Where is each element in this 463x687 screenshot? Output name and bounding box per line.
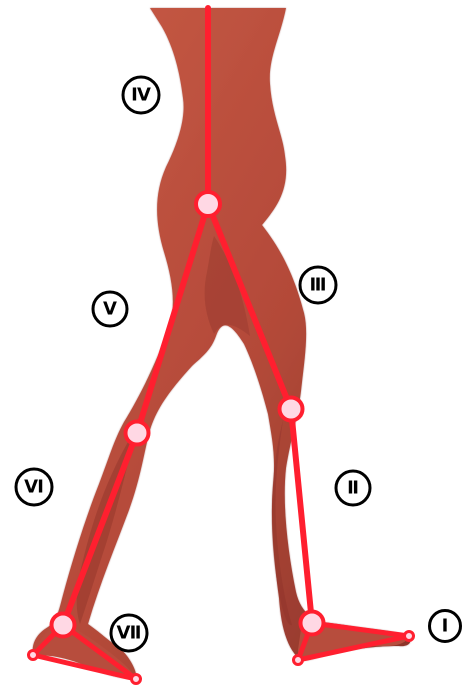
label-I-text: Ⅰ xyxy=(442,616,449,637)
label-II-text: Ⅱ xyxy=(347,478,359,499)
left-ankle-joint xyxy=(52,614,75,637)
left-heel-joint xyxy=(29,651,38,660)
label-V-text: Ⅴ xyxy=(103,299,117,320)
label-III: Ⅲ xyxy=(300,267,336,303)
label-VII-text: Ⅶ xyxy=(117,623,142,644)
left-toe-joint xyxy=(132,675,141,684)
label-I: Ⅰ xyxy=(430,611,461,642)
right-ankle-joint xyxy=(301,612,324,635)
left-knee-joint xyxy=(126,422,149,445)
label-IV-text: Ⅳ xyxy=(131,85,151,106)
right-heel-joint xyxy=(294,656,303,665)
label-II: Ⅱ xyxy=(336,471,370,505)
hip-joint xyxy=(196,192,220,216)
right-toe-joint xyxy=(405,632,414,641)
label-VI: Ⅵ xyxy=(16,469,52,505)
left-shank-line xyxy=(63,433,137,625)
body-silhouette xyxy=(33,8,411,678)
label-III-text: Ⅲ xyxy=(309,275,326,296)
label-V: Ⅴ xyxy=(93,292,127,326)
label-VII: Ⅶ xyxy=(111,615,147,651)
label-IV: Ⅳ xyxy=(123,77,159,113)
right-knee-joint xyxy=(280,398,303,421)
label-VI-text: Ⅵ xyxy=(24,477,44,498)
